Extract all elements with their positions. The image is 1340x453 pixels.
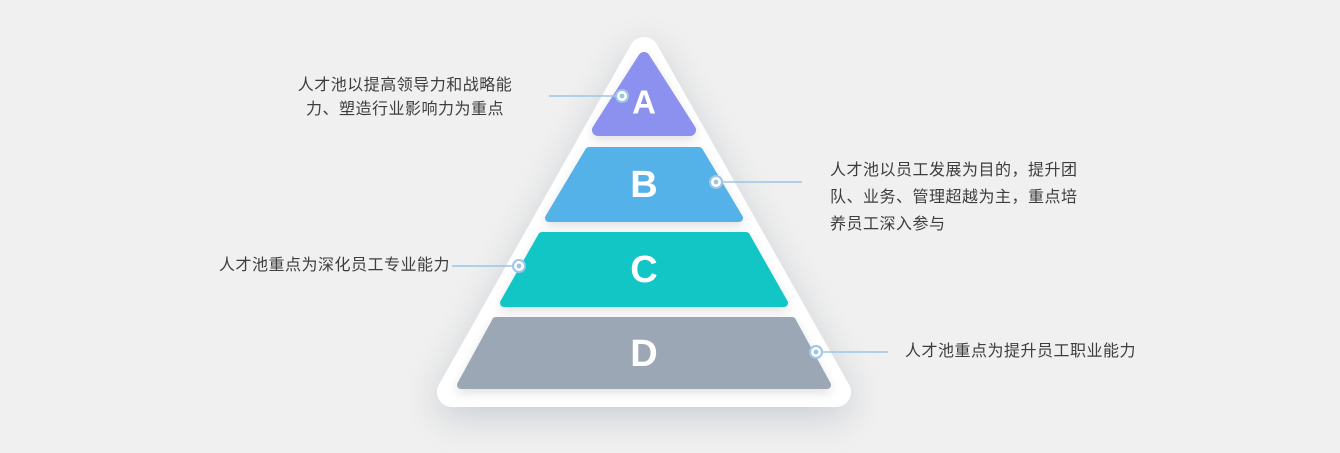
annotation-level-c: 人才池重点为深化员工专业能力 xyxy=(218,257,450,274)
pyramid-layer-b xyxy=(545,147,743,222)
pyramid-layer-c xyxy=(500,232,788,307)
connector-dot-b xyxy=(709,175,723,189)
pyramid-layer-d xyxy=(457,317,831,389)
annotation-level-b: 人才池以员工发展为目的，提升团队、业务、管理超越为主，重点培养员工深入参与 xyxy=(830,162,1078,233)
layer-c-label: C xyxy=(630,249,657,291)
layer-a-label: A xyxy=(632,84,656,121)
annotation-level-a: 人才池以提高领导力和战略能力、塑造行业影响力为重点 xyxy=(297,77,513,118)
layer-d-label: D xyxy=(630,333,657,375)
annotation-level-d: 人才池重点为提升员工职业能力 xyxy=(905,343,1137,360)
connector-dot-d xyxy=(809,345,823,359)
connector-dot-a xyxy=(615,89,629,103)
connector-dot-c xyxy=(512,259,526,273)
layer-b-label: B xyxy=(630,164,657,206)
